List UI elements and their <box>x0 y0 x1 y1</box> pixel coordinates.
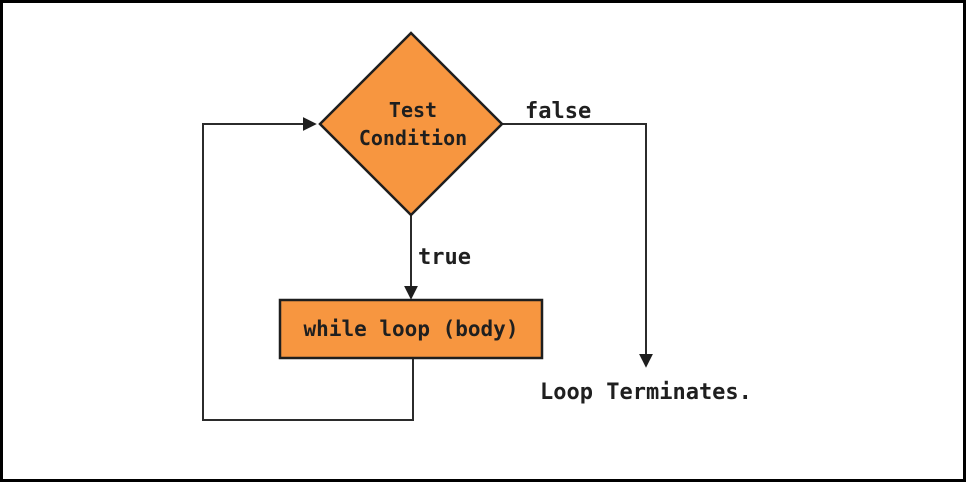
body-node-label: while loop (body) <box>303 317 519 341</box>
flowchart-svg <box>202 31 653 421</box>
false-edge-label: false <box>525 99 592 124</box>
false-branch-arrow <box>502 123 653 368</box>
process-box-shape <box>278 298 544 360</box>
decision-diamond-shape <box>318 31 504 217</box>
condition-node-label: Test Condition <box>358 98 468 150</box>
true-edge-label: true <box>418 245 471 270</box>
terminate-label: Loop Terminates. <box>540 380 752 405</box>
loop-back-arrow <box>202 117 414 421</box>
